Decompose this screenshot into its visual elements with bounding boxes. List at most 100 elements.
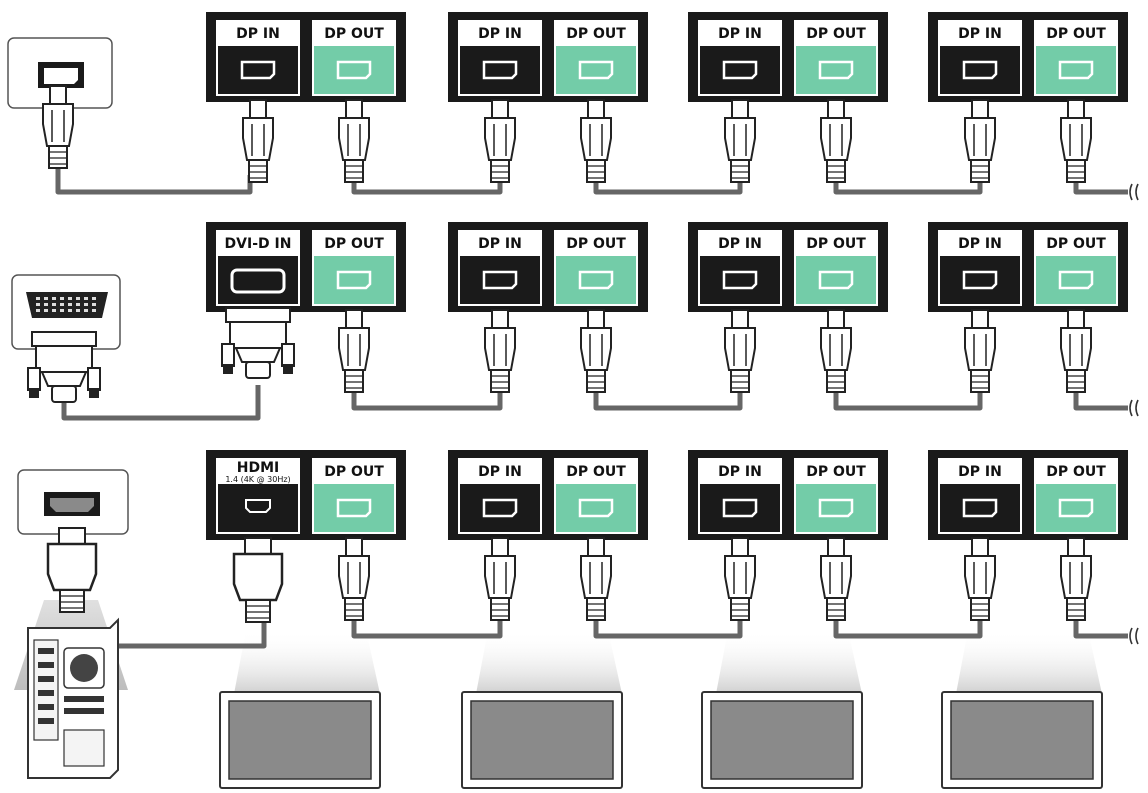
dp-in-port xyxy=(962,498,998,518)
in-port-area xyxy=(218,256,298,304)
out-port-area xyxy=(1036,256,1116,304)
out-port-label: DP OUT xyxy=(566,26,626,42)
cable-continuation xyxy=(1073,182,1128,195)
dp-in-plug xyxy=(964,537,996,621)
monitor-screen xyxy=(710,700,854,780)
dp-in-plug xyxy=(484,537,516,621)
dvi-source-plug xyxy=(27,331,101,403)
dp-out-plug xyxy=(338,537,370,621)
out-port-area xyxy=(1036,484,1116,532)
dp-out-port xyxy=(1058,498,1094,518)
in-port-area xyxy=(940,46,1020,94)
dp-out-plug xyxy=(580,99,612,183)
dp-out-plug xyxy=(820,99,852,183)
monitors xyxy=(219,691,1103,789)
in-port-area xyxy=(940,484,1020,532)
dp-out-port xyxy=(336,270,372,290)
pc-tower xyxy=(27,617,119,779)
in-port-label: HDMI xyxy=(237,460,279,476)
dp-in-plug xyxy=(724,309,756,393)
dp-out-port xyxy=(1058,270,1094,290)
dp-in-plug xyxy=(964,99,996,183)
out-port-area xyxy=(556,484,636,532)
cable-panel-2-to-3 xyxy=(593,620,743,639)
in-port-label: DP IN xyxy=(718,26,762,42)
cable-panel-3-to-4 xyxy=(833,182,983,195)
dvi-source xyxy=(11,274,121,350)
light-beam xyxy=(476,630,622,694)
out-port-label: DP OUT xyxy=(1046,236,1106,252)
in-port-area xyxy=(700,484,780,532)
in-port-area xyxy=(940,256,1020,304)
in-port-area xyxy=(218,46,298,94)
out-port-label: DP OUT xyxy=(1046,464,1106,480)
dp-in-plug xyxy=(724,537,756,621)
dp-in-port xyxy=(482,270,518,290)
dp-out-port xyxy=(818,270,854,290)
light-beam xyxy=(716,630,862,694)
out-port-area xyxy=(556,256,636,304)
in-port-label: DP IN xyxy=(478,26,522,42)
dp-in-plug xyxy=(242,99,274,183)
dp-in-plug xyxy=(964,309,996,393)
dp-out-plug xyxy=(580,537,612,621)
dp-in-port xyxy=(482,498,518,518)
dp-in-port xyxy=(722,498,758,518)
dp-out-plug xyxy=(820,309,852,393)
dp-out-plug xyxy=(580,309,612,393)
monitor-screen xyxy=(470,700,614,780)
displayport-source xyxy=(7,37,113,109)
dp-out-port xyxy=(818,60,854,80)
hdmi-in-plug xyxy=(232,537,284,623)
out-port-label: DP OUT xyxy=(1046,26,1106,42)
cable-break-mark xyxy=(1129,183,1139,201)
source-devices xyxy=(7,37,129,779)
cable-panel-1-to-2 xyxy=(351,182,503,195)
panel-row1-2: DP IN DP OUT xyxy=(448,12,648,102)
cable-break-mark xyxy=(1129,399,1139,417)
cable-panel-2-to-3 xyxy=(593,182,743,195)
dp-out-port xyxy=(578,270,614,290)
out-port-label: DP OUT xyxy=(566,464,626,480)
panel-row2-1: DVI-D IN DP OUT xyxy=(206,222,406,312)
out-port-area xyxy=(314,46,394,94)
hdmi-source xyxy=(17,469,129,535)
dvi-in-plug xyxy=(221,307,295,379)
dp-out-port xyxy=(818,498,854,518)
hdmi-in-port xyxy=(245,499,271,513)
out-port-label: DP OUT xyxy=(324,236,384,252)
in-port-label: DVI-D IN xyxy=(225,236,292,252)
in-port-area xyxy=(700,46,780,94)
dp-in-port xyxy=(722,60,758,80)
monitor-2 xyxy=(461,691,623,789)
in-port-label: DP IN xyxy=(718,464,762,480)
cable-source-to-panel-1 xyxy=(55,168,253,195)
out-port-label: DP OUT xyxy=(806,236,866,252)
monitor-4 xyxy=(941,691,1103,789)
monitor-1 xyxy=(219,691,381,789)
monitor-screen xyxy=(228,700,372,780)
cable-break-mark xyxy=(1129,627,1139,645)
dp-out-port xyxy=(336,498,372,518)
dp-in-plug xyxy=(484,99,516,183)
in-port-sub-label: 1.4 (4K @ 30Hz) xyxy=(225,475,290,484)
dp-in-port xyxy=(482,60,518,80)
out-port-label: DP OUT xyxy=(324,464,384,480)
dp-out-port xyxy=(578,60,614,80)
cable-source-to-panel-1 xyxy=(100,608,267,649)
dp-in-port xyxy=(240,60,276,80)
out-port-area xyxy=(314,256,394,304)
dp-in-plug xyxy=(724,99,756,183)
in-port-label: DP IN xyxy=(236,26,280,42)
monitor-3 xyxy=(701,691,863,789)
cable-source-to-panel-1 xyxy=(61,385,261,421)
cable-panel-1-to-2 xyxy=(351,392,503,411)
